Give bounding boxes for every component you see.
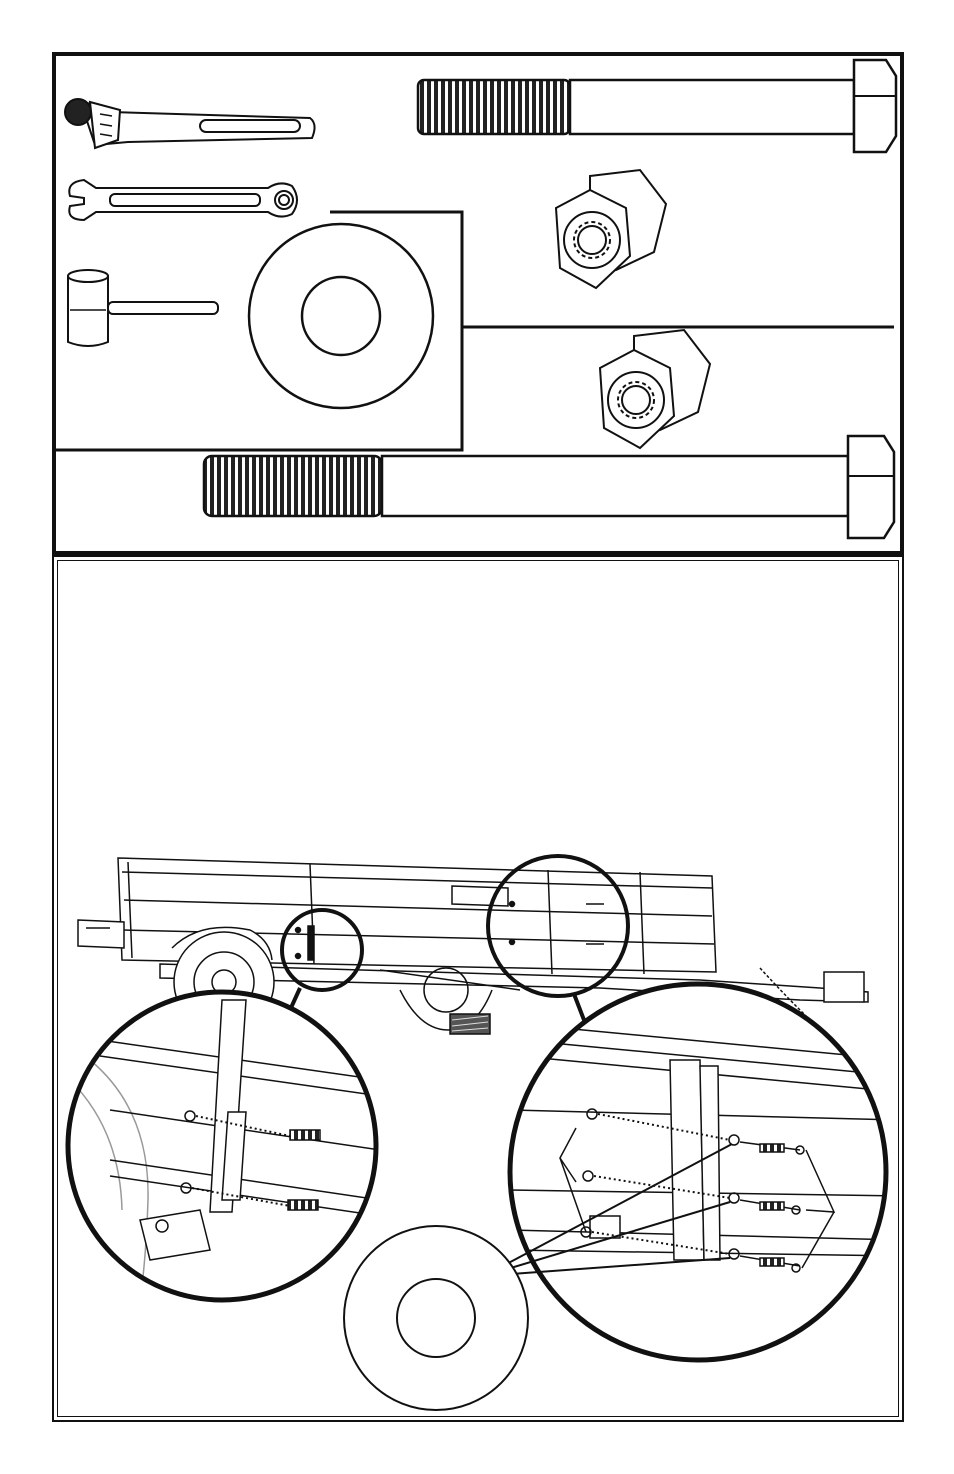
flat-washer-icon — [344, 1226, 528, 1410]
mallet-icon — [68, 270, 218, 346]
flat-washer-icon — [249, 224, 433, 408]
short-bolt-icon — [418, 60, 896, 152]
wrench-icon — [69, 180, 297, 220]
detail-front-rail — [68, 992, 380, 1300]
ratchet-icon — [65, 99, 315, 148]
panel-dividers — [56, 212, 894, 450]
lock-nut-icon — [556, 170, 666, 288]
detail-rear-stake-pocket — [510, 984, 900, 1360]
lock-nut-icon — [600, 330, 710, 448]
